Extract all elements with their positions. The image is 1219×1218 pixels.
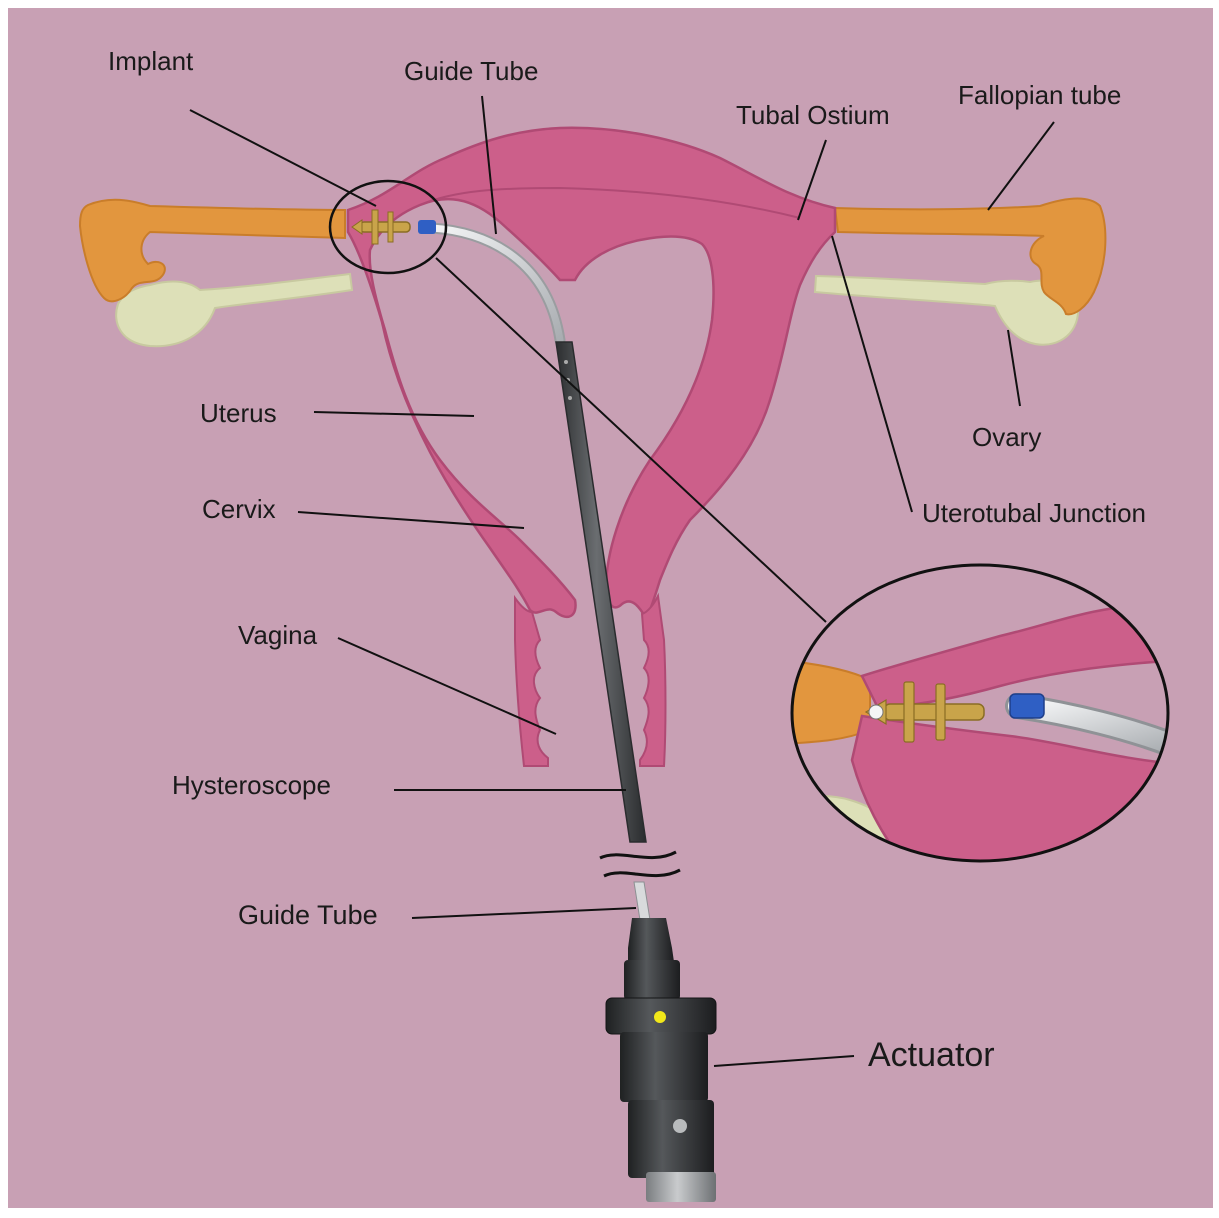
blue-marker-band (418, 220, 436, 234)
label-hysteroscope: Hysteroscope (172, 770, 331, 800)
label-ovary: Ovary (972, 422, 1041, 452)
label-uterotubal-junction: Uterotubal Junction (922, 498, 1146, 528)
label-vagina: Vagina (238, 620, 318, 650)
label-cervix: Cervix (202, 494, 276, 524)
label-tubal-ostium: Tubal Ostium (736, 100, 890, 130)
label-actuator: Actuator (868, 1036, 995, 1074)
label-implant: Implant (108, 46, 194, 76)
label-fallopian-tube: Fallopian tube (958, 80, 1121, 110)
label-guide-tube-bottom: Guide Tube (238, 900, 378, 930)
label-uterus: Uterus (200, 398, 277, 428)
blue-marker-band-zoom (1010, 694, 1044, 718)
label-guide-tube-top: Guide Tube (404, 56, 538, 86)
actuator-button (673, 1119, 687, 1133)
indicator-light (654, 1011, 666, 1023)
